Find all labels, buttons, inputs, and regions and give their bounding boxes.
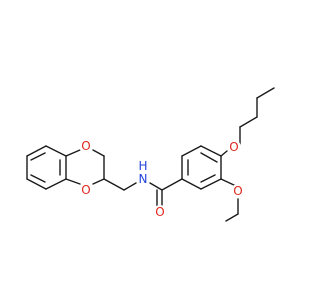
bonds bbox=[26, 87, 275, 222]
n-amide-label: N bbox=[139, 172, 148, 186]
bond-ring-a-5 bbox=[200, 178, 222, 190]
o-dioxane-bottom-label: O bbox=[81, 183, 90, 197]
bond-ch2-ring bbox=[103, 178, 125, 191]
o-dioxane-top-label: O bbox=[81, 139, 90, 153]
o-carbonyl-label: O bbox=[155, 205, 164, 219]
bond-dioxane-4 bbox=[92, 178, 105, 185]
o-dioxane-bottom-bg bbox=[79, 183, 93, 197]
o-dioxane-top-bg bbox=[79, 139, 93, 153]
bond-benzo-6 bbox=[45, 178, 67, 190]
bond-benzo-3 bbox=[26, 145, 47, 157]
bond-butyl-1 bbox=[256, 87, 275, 99]
n-amide-bg bbox=[136, 171, 150, 185]
o-methoxy-label: O bbox=[233, 184, 242, 198]
bond-benzo-3-inner bbox=[30, 152, 46, 161]
o-butoxy-bg bbox=[227, 140, 241, 154]
bond-ring-a-5-inner bbox=[200, 174, 216, 183]
structure-canvas: O O O N H O O bbox=[26, 87, 275, 222]
bond-butyl-3 bbox=[239, 116, 258, 128]
bond-dioxane-2 bbox=[92, 149, 105, 157]
bond-benzo-2 bbox=[45, 145, 67, 157]
atom-labels: O O O N H O O bbox=[79, 139, 245, 219]
bond-o-butoxy-aryl bbox=[220, 150, 228, 157]
bond-carbonyl-n bbox=[149, 182, 163, 191]
bond-methoxy-3 bbox=[225, 213, 239, 222]
bond-ring-a-1-inner bbox=[200, 152, 218, 163]
bond-ring-a-4 bbox=[181, 178, 202, 190]
bond-dioxane-5 bbox=[65, 178, 81, 185]
bond-ring-a-2 bbox=[181, 145, 202, 157]
bond-aryl-carbonyl bbox=[161, 178, 183, 191]
bond-ring-a-1 bbox=[200, 145, 222, 157]
h-amide-label: H bbox=[138, 159, 147, 173]
o-carbonyl-bg bbox=[153, 205, 167, 219]
bond-benzo-5-inner bbox=[30, 174, 46, 183]
o-methoxy-bg bbox=[231, 184, 245, 198]
bond-benzo-5 bbox=[26, 178, 47, 190]
o-butoxy-label: O bbox=[229, 140, 238, 154]
bond-n-ch2 bbox=[123, 182, 137, 191]
bond-dioxane-3 bbox=[65, 149, 81, 157]
bond-methoxy-1 bbox=[220, 178, 237, 187]
